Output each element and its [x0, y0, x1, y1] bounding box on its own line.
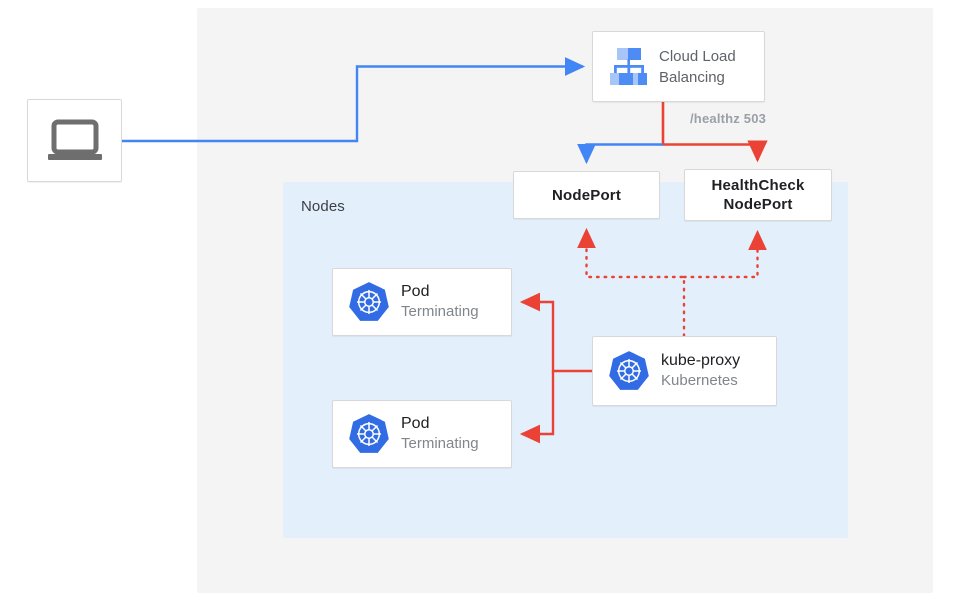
pod-node-1[interactable]: Pod Terminating: [332, 268, 512, 336]
healthcheck-nodeport-node[interactable]: HealthCheck NodePort: [684, 169, 832, 221]
edge-client-to-load-balancer: [122, 57, 586, 143]
kubernetes-icon: [341, 280, 397, 324]
pod-subtitle-2: Terminating: [401, 435, 479, 452]
cloud-load-balancing-node[interactable]: Cloud Load Balancing: [592, 31, 765, 102]
pod-title-1: Pod: [401, 283, 430, 300]
kube-proxy-text: kube-proxy Kubernetes: [657, 351, 740, 391]
kube-proxy-subtitle: Kubernetes: [661, 372, 738, 389]
client-node[interactable]: [27, 99, 122, 182]
kube-proxy-node[interactable]: kube-proxy Kubernetes: [592, 336, 777, 406]
clb-label-line-1: Cloud Load: [659, 47, 736, 65]
edge-load-balancer-to-nodeport: [577, 143, 663, 165]
clb-label-line-2: Balancing: [659, 68, 725, 86]
healthz-status-label: /healthz 503: [690, 111, 767, 126]
healthcheck-label-line-1: HealthCheck: [711, 177, 805, 194]
nodeport-node[interactable]: NodePort: [513, 171, 660, 219]
pod-text-1: Pod Terminating: [397, 282, 479, 322]
healthcheck-nodeport-label: HealthCheck NodePort: [711, 176, 804, 214]
edge-kubeproxy-to-ports-dotted: [577, 227, 767, 338]
kube-proxy-title: kube-proxy: [661, 352, 741, 369]
pod-node-2[interactable]: Pod Terminating: [332, 400, 512, 468]
kubernetes-icon: [601, 349, 657, 393]
edge-kubeproxy-to-pods: [519, 292, 592, 444]
nodeport-label: NodePort: [551, 186, 622, 204]
edge-load-balancer-trunk: [661, 102, 768, 163]
cloud-load-balancing-icon: [603, 46, 655, 88]
laptop-icon: [46, 119, 104, 163]
cloud-load-balancing-label: Cloud Load Balancing: [655, 46, 736, 88]
pod-text-2: Pod Terminating: [397, 414, 479, 454]
healthcheck-label-line-2: NodePort: [723, 196, 793, 213]
pod-subtitle-1: Terminating: [401, 303, 479, 320]
pod-title-2: Pod: [401, 415, 430, 432]
kubernetes-icon: [341, 412, 397, 456]
nodes-region-label: Nodes: [301, 198, 345, 215]
